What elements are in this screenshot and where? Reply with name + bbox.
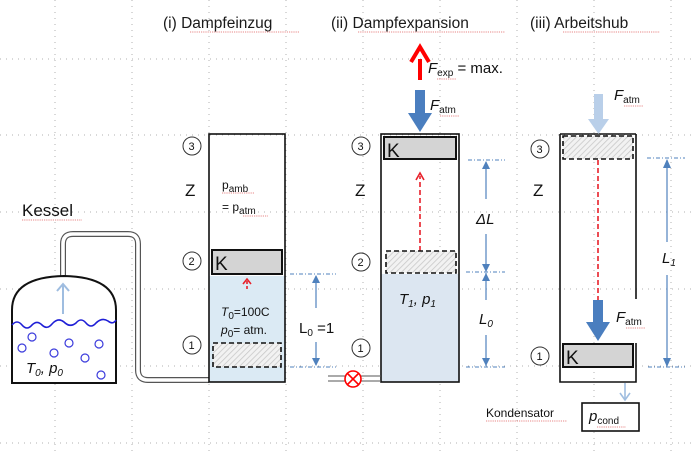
- ambient-equals-atm: = patm: [222, 200, 256, 217]
- length-L0-label: L0 =1: [299, 320, 334, 339]
- force-atm-top-label: Fatm: [614, 87, 640, 106]
- dimension-delta-L: ΔL: [466, 159, 505, 273]
- position-marker-2: 2: [351, 252, 371, 272]
- delta-L-label: ΔL: [475, 211, 494, 228]
- title-stage-3: (iii) Arbeitshub: [530, 15, 628, 32]
- boiler-label: Kessel: [22, 201, 73, 220]
- piston: K: [383, 136, 457, 162]
- position-marker-3: 3: [530, 139, 550, 159]
- position-marker-3: 3: [182, 136, 202, 156]
- closed-valve-icon: [344, 370, 362, 388]
- condenser-box: pcond: [581, 402, 640, 432]
- condenser-label: Kondensator: [486, 406, 554, 420]
- title-stage-2: (ii) Dampfexpansion: [331, 15, 469, 32]
- position-marker-1: 1: [530, 346, 550, 366]
- svg-text:1: 1: [537, 351, 543, 363]
- expanded-state: T1, p1: [399, 291, 436, 310]
- force-atm-arrow-inner: [586, 300, 610, 341]
- position-marker-2: 2: [182, 251, 202, 271]
- cylinder-label: Z: [185, 181, 195, 200]
- svg-text:K: K: [215, 254, 228, 275]
- svg-text:pcond: pcond: [588, 408, 619, 427]
- svg-text:1: 1: [358, 343, 364, 355]
- title-stage-1: (i) Dampfeinzug: [163, 15, 272, 32]
- initial-pressure: p0= atm.: [220, 323, 267, 340]
- position-marker-1: 1: [182, 335, 202, 355]
- dimension-L1: L1: [647, 157, 685, 368]
- force-exp-arrow: [409, 43, 431, 80]
- initial-temperature: T0=100C: [221, 305, 270, 322]
- piston: K: [562, 343, 634, 369]
- length-L0-label: L0: [479, 311, 493, 330]
- force-atm-inner-label: Fatm: [616, 309, 642, 328]
- position-marker-3: 3: [351, 136, 371, 156]
- boiler-state: T0, p0: [26, 360, 63, 379]
- cylinder-stage-1: 3 2 1 Z pamb = patm K T0=100C p0= atm. L…: [182, 133, 336, 383]
- svg-text:3: 3: [537, 144, 543, 156]
- force-exp-label: Fexp = max.: [428, 60, 503, 79]
- svg-text:2: 2: [358, 257, 364, 269]
- svg-text:K: K: [387, 141, 400, 162]
- svg-text:3: 3: [189, 141, 195, 153]
- svg-text:1: 1: [189, 340, 195, 352]
- force-atm-arrow: [408, 90, 432, 132]
- piston: K: [211, 249, 283, 275]
- force-atm-label: Fatm: [430, 97, 456, 116]
- position-marker-1: 1: [351, 338, 371, 358]
- dimension-L0-stage-2: L0: [466, 273, 505, 368]
- dimension-L0-stage-1: L0 =1: [290, 273, 336, 368]
- cylinder-label: Z: [533, 181, 543, 200]
- cylinder-label: Z: [355, 181, 365, 200]
- cylinder-stage-2: Fexp = max. Fatm 3 2 1 Z K T1, p1: [328, 43, 505, 388]
- ambient-pressure: pamb: [222, 178, 249, 195]
- svg-text:3: 3: [358, 141, 364, 153]
- boiler: Kessel T0, p0: [11, 201, 209, 384]
- bubbles: [17, 332, 106, 380]
- force-atm-arrow-top: [588, 94, 609, 134]
- length-L1-label: L1: [662, 250, 676, 269]
- svg-text:2: 2: [189, 256, 195, 268]
- water-surface: [11, 318, 117, 329]
- svg-text:K: K: [566, 348, 579, 369]
- cylinder-stage-3: Fatm 3 1 Z Fatm K L1: [486, 87, 685, 432]
